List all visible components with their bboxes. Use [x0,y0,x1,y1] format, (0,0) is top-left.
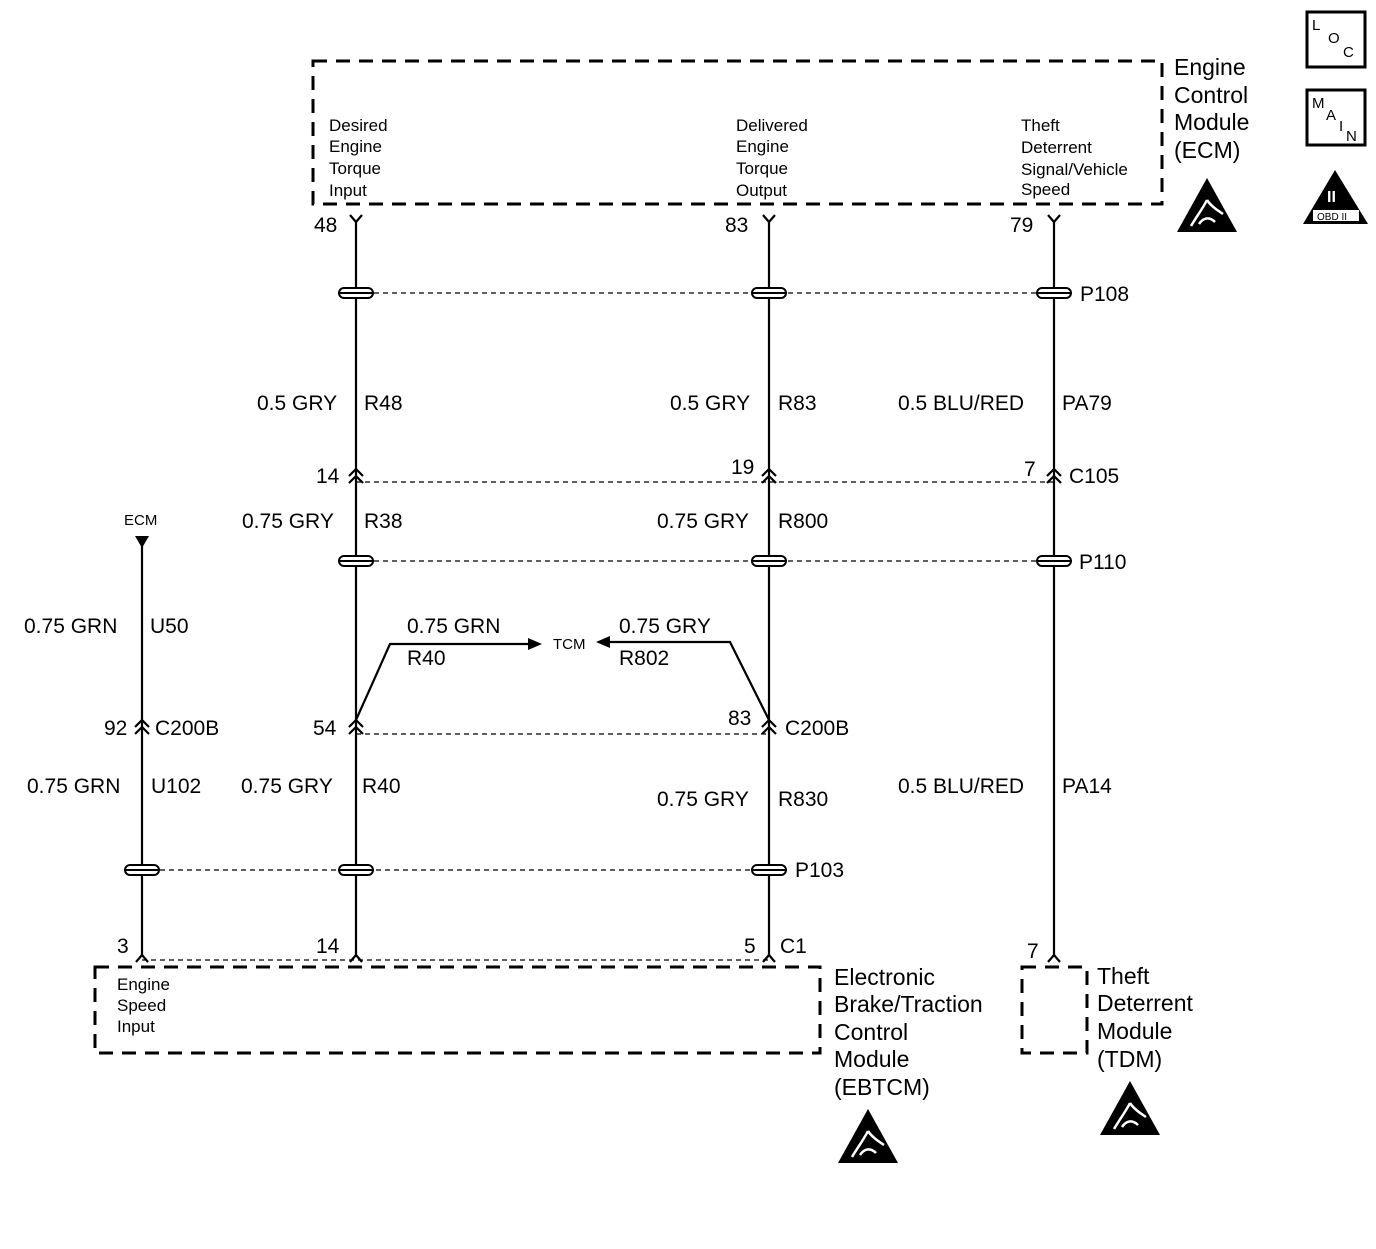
ebtcm-pin-14: 14 [316,935,340,958]
wire-label-circuit: R800 [778,510,828,533]
c200b-label-left: C200B [155,717,219,740]
r40-branch-wire [354,642,530,721]
wire-label-gauge: 0.75 GRN [24,615,117,638]
c105-pin-7: 7 [1024,458,1036,481]
esd-warning-icon [1177,178,1237,232]
tdm-module-box [1020,965,1089,1055]
svg-text:C: C [1343,44,1354,61]
ecm-pin-83: 83 [725,214,748,237]
wire-label-circuit: R830 [778,788,828,811]
wire-label-gauge: 0.5 GRY [257,392,337,415]
wire-label-gauge: 0.75 GRY [241,775,333,798]
wire-label-circuit: R802 [619,647,669,670]
wire-label-gauge: 0.75 GRN [407,615,500,638]
c105-label: C105 [1069,465,1119,488]
svg-text:N: N [1346,128,1357,145]
pin-83-terminal [762,214,776,224]
svg-text:L: L [1312,17,1320,34]
wire-label-gauge: 0.75 GRY [242,510,334,533]
wire-label-gauge: 0.5 BLU/RED [898,392,1024,415]
wire-label-circuit: R40 [407,647,446,670]
c200b-pin-54: 54 [313,717,337,740]
wire-label-circuit: R48 [364,392,403,415]
wire-label-gauge: 0.75 GRY [657,510,749,533]
ecm-module-box [311,59,1164,206]
wire-label-circuit: PA14 [1062,775,1112,798]
svg-text:OBD II: OBD II [1317,212,1347,223]
wire-label-gauge: 0.5 GRY [670,392,750,415]
p108-label: P108 [1080,283,1129,306]
ebtcm-pin-3: 3 [117,935,129,958]
pin-7-terminal [1047,953,1061,963]
ecm-output-delivered: Delivered Engine Torque Output [736,116,813,200]
ebtcm-connector-c1: C1 [780,935,807,958]
ecm-signal-theft: Theft Deterrent Signal/Vehicle Speed [1021,116,1133,199]
r40-arrow [528,638,542,650]
c105-pin-19: 19 [731,456,754,479]
wire-label-circuit: PA79 [1062,392,1112,415]
r802-arrow [596,636,610,648]
ecm-pin-48: 48 [314,214,337,237]
ecm-pin-79: 79 [1010,214,1033,237]
pin-48-terminal [349,214,363,224]
c200b-connector [134,718,777,735]
svg-text:O: O [1328,30,1340,47]
svg-text:A: A [1326,107,1336,124]
esd-warning-icon [838,1109,898,1163]
wire-label-circuit: R38 [364,510,403,533]
ebtcm-module: 3 14 5 C1 Engine Speed Input Electronic … [93,935,989,1100]
pin-14-terminal [349,953,363,963]
svg-text:M: M [1312,95,1325,112]
pin-5-terminal [762,953,776,963]
ecm-title: Engine Control Module (ECM) [1174,54,1256,163]
esd-warning-icon [1100,1081,1160,1135]
c200b-pin-83: 83 [728,707,751,730]
ecm-destination-label: ECM [124,512,157,529]
p108-connector [338,287,1072,299]
wire-label-gauge: 0.75 GRN [27,775,120,798]
p103-connector [124,864,787,876]
ecm-input-desired: Desired Engine Torque Input [329,116,392,200]
p110-connector [338,555,1072,567]
svg-text:I: I [1339,118,1343,135]
ecm-destination-arrow [135,536,149,548]
c200b-label-right: C200B [785,717,849,740]
wire-label-circuit: U50 [150,615,189,638]
wire-label-gauge: 0.75 GRY [619,615,711,638]
tcm-destination-label: TCM [553,636,586,653]
ebtcm-title: Electronic Brake/Traction Control Module… [834,964,989,1100]
loc-badge: L O C [1305,10,1367,69]
tdm-pin-7: 7 [1027,940,1039,963]
wire-label-gauge: 0.75 GRY [657,788,749,811]
c200b-pin-92: 92 [104,717,127,740]
pin-79-terminal [1047,214,1061,224]
ecm-module: Desired Engine Torque Input Delivered En… [311,54,1256,237]
ebtcm-input-label: Engine Speed Input [117,975,175,1036]
r802-branch-wire [608,640,770,721]
wire-label-circuit: U102 [151,775,201,798]
pin-3-terminal [135,953,149,963]
wire-label-circuit: R40 [362,775,401,798]
ebtcm-module-box [93,965,822,1055]
p103-label: P103 [795,859,844,882]
c105-connector [348,467,1062,484]
tdm-module: 7 Theft Deterrent Module (TDM) [1020,940,1199,1072]
p110-label: P110 [1079,551,1127,574]
wire-label-gauge: 0.5 BLU/RED [898,775,1024,798]
wire-label-circuit: R83 [778,392,817,415]
wire-labels: 0.5 GRY R48 0.5 GRY R83 0.5 BLU/RED PA79… [24,392,1112,811]
main-badge: M A I N [1305,88,1367,147]
obd-ii-badge: II OBD II [1303,170,1368,224]
c105-pin-14: 14 [316,465,340,488]
tcm-branches: TCM [354,636,770,721]
svg-text:II: II [1327,189,1336,206]
ebtcm-pin-5: 5 [744,935,756,958]
tdm-title: Theft Deterrent Module (TDM) [1097,963,1199,1072]
